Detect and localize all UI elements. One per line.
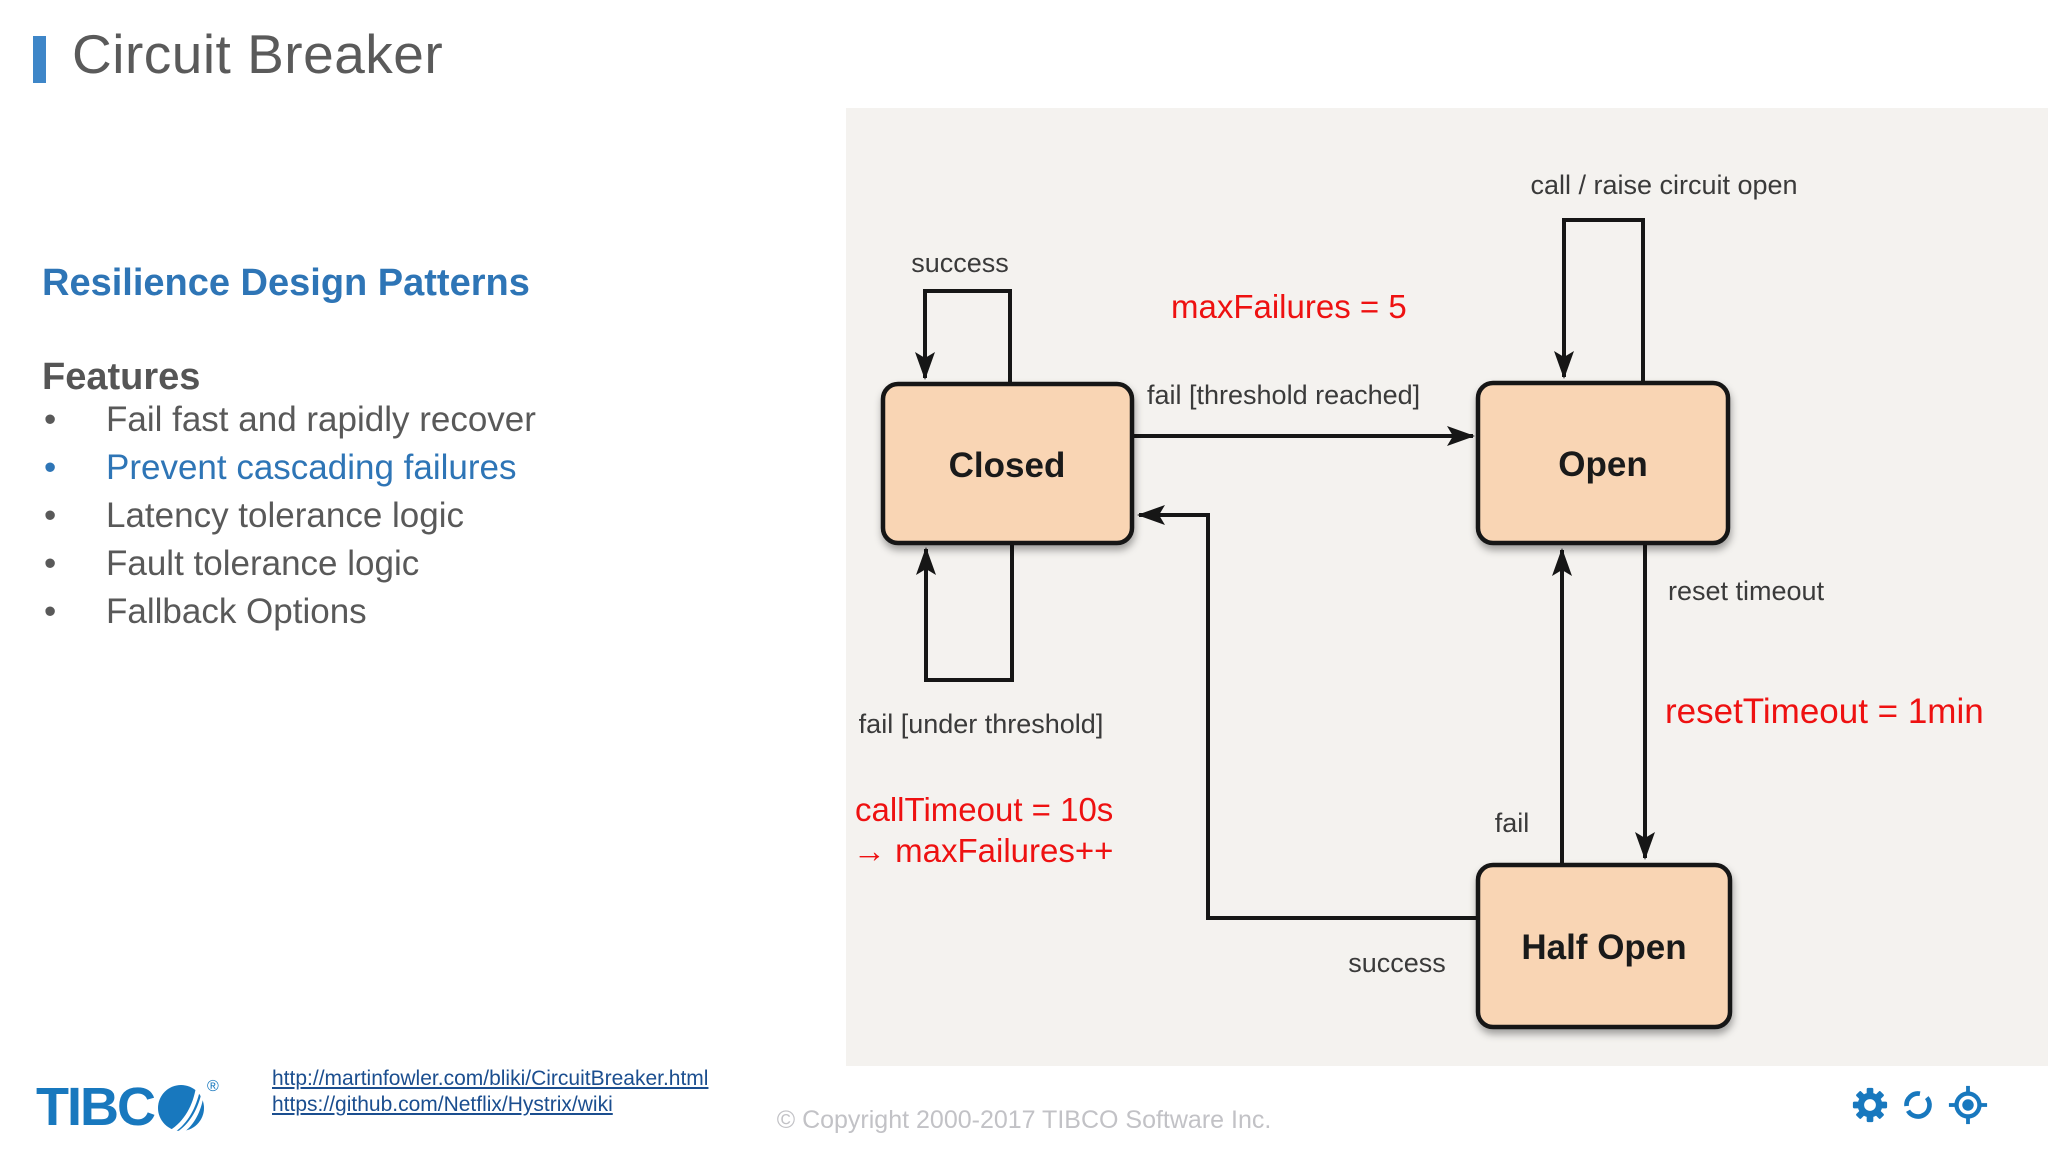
call-raise-label: call / raise circuit open (1530, 170, 1797, 200)
closed-success-loop-arrow (915, 289, 1012, 384)
fail-label: fail (1495, 808, 1530, 838)
feature-item: Fault tolerance logic (36, 540, 736, 588)
state-open-label: Open (1558, 445, 1647, 484)
max-failures-annotation: maxFailures = 5 (1171, 288, 1407, 325)
state-halfopen-label: Half Open (1521, 928, 1686, 967)
subtitle: Resilience Design Patterns (42, 262, 530, 304)
page-title: Circuit Breaker (72, 23, 444, 85)
copyright-text: © Copyright 2000-2017 TIBCO Software Inc… (776, 1106, 1272, 1134)
feature-item: Fallback Options (36, 588, 736, 636)
halfopen-to-closed-arrow (1137, 505, 1478, 920)
diagram-backdrop (846, 108, 2048, 1066)
call-timeout-annotation-line2: → maxFailures++ (853, 832, 1113, 869)
registered-mark: ® (206, 1078, 219, 1095)
footer-links: http://martinfowler.com/bliki/CircuitBre… (272, 1066, 708, 1118)
state-open-box (1475, 380, 1731, 546)
state-closed-box (880, 381, 1135, 546)
fail-under-label: fail [under threshold] (859, 709, 1104, 739)
fail-threshold-label: fail [threshold reached] (1147, 380, 1420, 410)
sync-icon (1904, 1091, 1932, 1119)
state-closed-label: Closed (949, 446, 1066, 485)
state-halfopen-box (1475, 862, 1733, 1030)
footer-icons (1851, 1084, 1989, 1126)
closed-fail-loop-arrow (916, 543, 1014, 682)
feature-item: Fail fast and rapidly recover (36, 396, 736, 444)
feature-item: Latency tolerance logic (36, 492, 736, 540)
success-top-label: success (911, 248, 1009, 278)
reset-timeout-label: reset timeout (1668, 576, 1825, 606)
feature-item: Prevent cascading failures (36, 444, 736, 492)
reset-timeout-annotation: resetTimeout = 1min (1665, 692, 1984, 731)
open-call-loop-arrow (1554, 218, 1645, 383)
gear-icon (1852, 1087, 1888, 1123)
link-martinfowler[interactable]: http://martinfowler.com/bliki/CircuitBre… (272, 1067, 709, 1090)
link-github-hystrix[interactable]: https://github.com/Netflix/Hystrix/wiki (272, 1093, 613, 1116)
features-list: Fail fast and rapidly recover Prevent ca… (36, 396, 736, 636)
features-heading: Features (42, 356, 201, 398)
success-bottom-label: success (1348, 948, 1446, 978)
tibco-logo-text: TIBC (36, 1077, 156, 1137)
call-timeout-annotation-line1: callTimeout = 10s (855, 791, 1113, 828)
tibco-logo: TIBC ® (36, 1076, 219, 1138)
tibco-logo-o-icon (157, 1085, 204, 1133)
target-icon (1948, 1085, 1988, 1125)
title-accent-bar (33, 36, 46, 83)
